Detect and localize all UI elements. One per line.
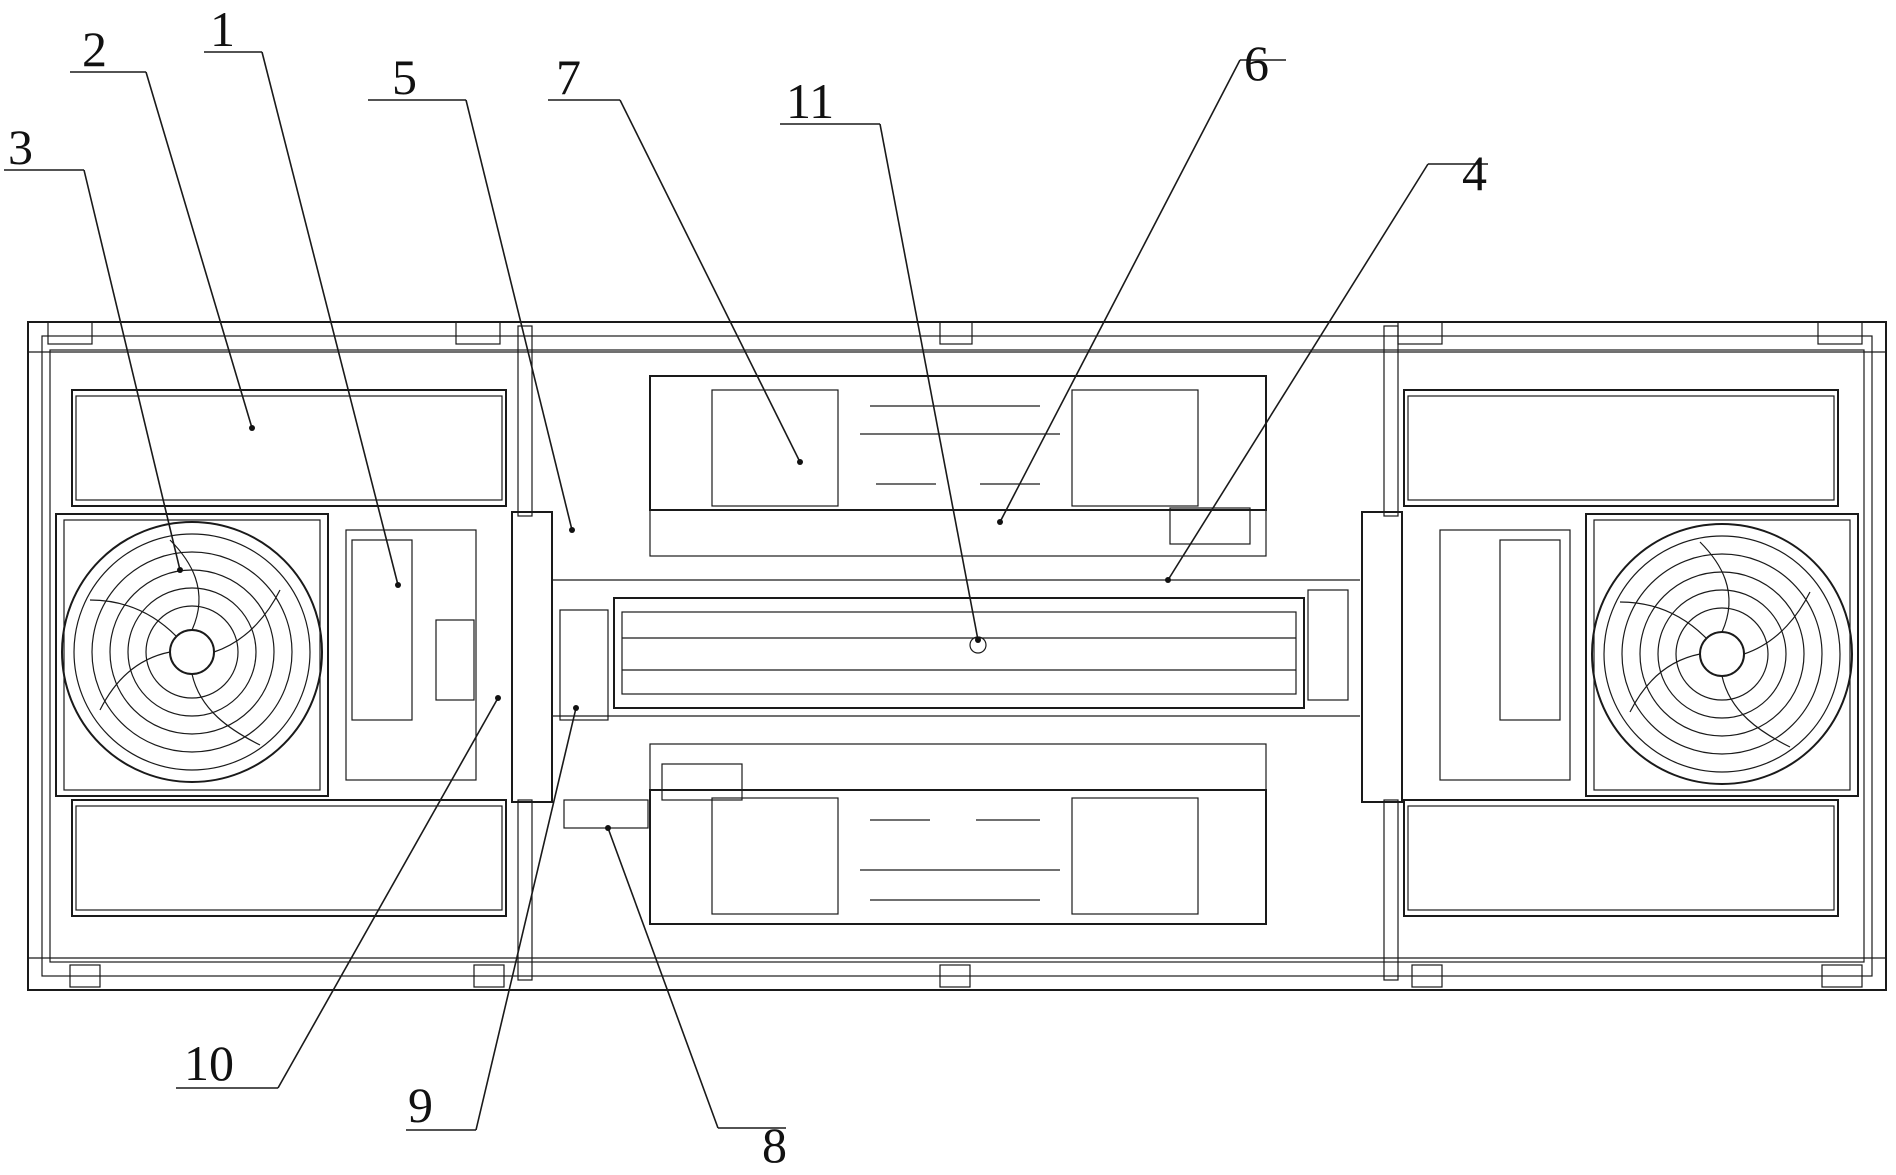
callout-labels: 3 2 1 5 7 11 6 4 10 9 8 bbox=[8, 1, 1487, 1173]
callout-5: 5 bbox=[392, 49, 417, 105]
callout-7: 7 bbox=[556, 49, 581, 105]
callout-9: 9 bbox=[408, 1077, 433, 1133]
callout-11: 11 bbox=[786, 73, 834, 129]
outer-frame bbox=[27, 321, 1887, 991]
right-module bbox=[1403, 389, 1859, 917]
callout-8: 8 bbox=[762, 1117, 787, 1173]
left-beam bbox=[511, 325, 553, 981]
right-beam bbox=[1361, 325, 1403, 981]
callout-6: 6 bbox=[1244, 35, 1269, 91]
callout-4: 4 bbox=[1462, 145, 1487, 201]
left-fan bbox=[61, 521, 323, 783]
center-lower-module bbox=[563, 743, 1267, 925]
center-upper-module bbox=[649, 375, 1267, 557]
center-track bbox=[552, 579, 1360, 721]
leader-end-dots bbox=[177, 425, 1171, 831]
callout-2: 2 bbox=[82, 21, 107, 77]
callout-3: 3 bbox=[8, 119, 33, 175]
callout-1: 1 bbox=[210, 1, 235, 57]
leader-lines bbox=[4, 51, 1488, 1131]
callout-10: 10 bbox=[184, 1035, 234, 1091]
right-fan bbox=[1591, 523, 1853, 785]
left-module bbox=[55, 389, 507, 917]
